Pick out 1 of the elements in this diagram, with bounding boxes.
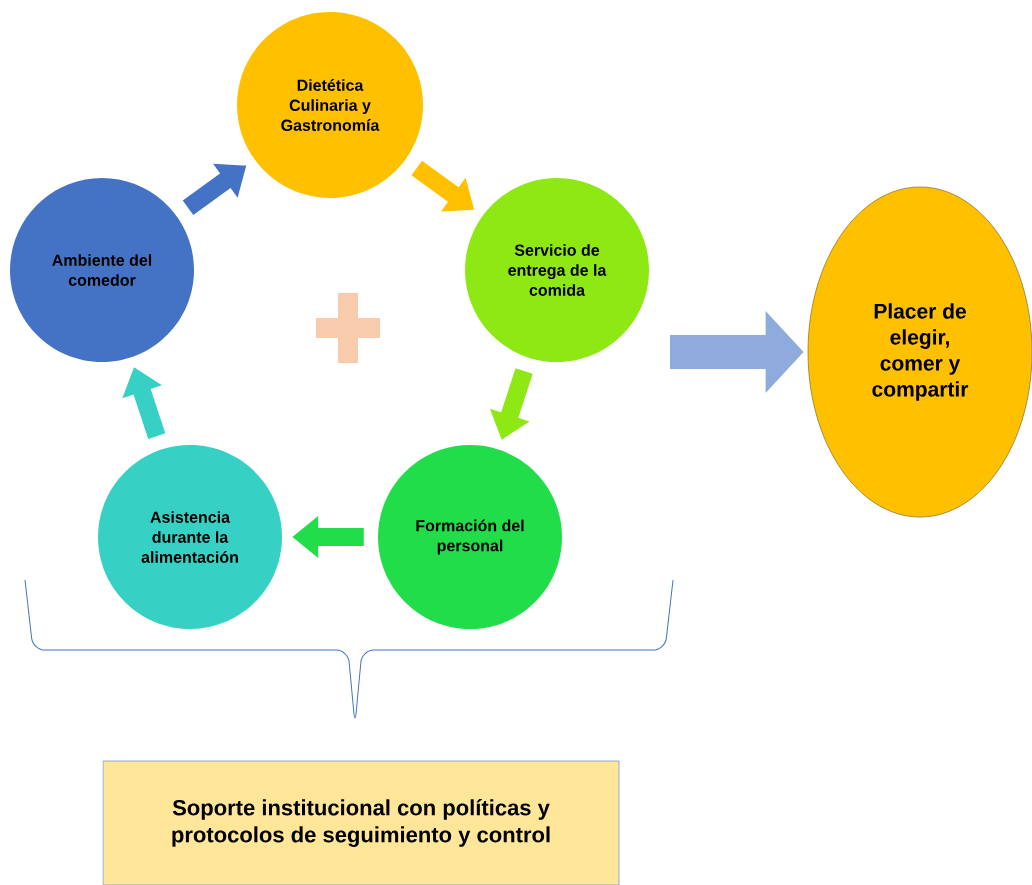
support-box: Soporte institucional con políticas y protocolos de seguimiento y control — [102, 760, 620, 885]
